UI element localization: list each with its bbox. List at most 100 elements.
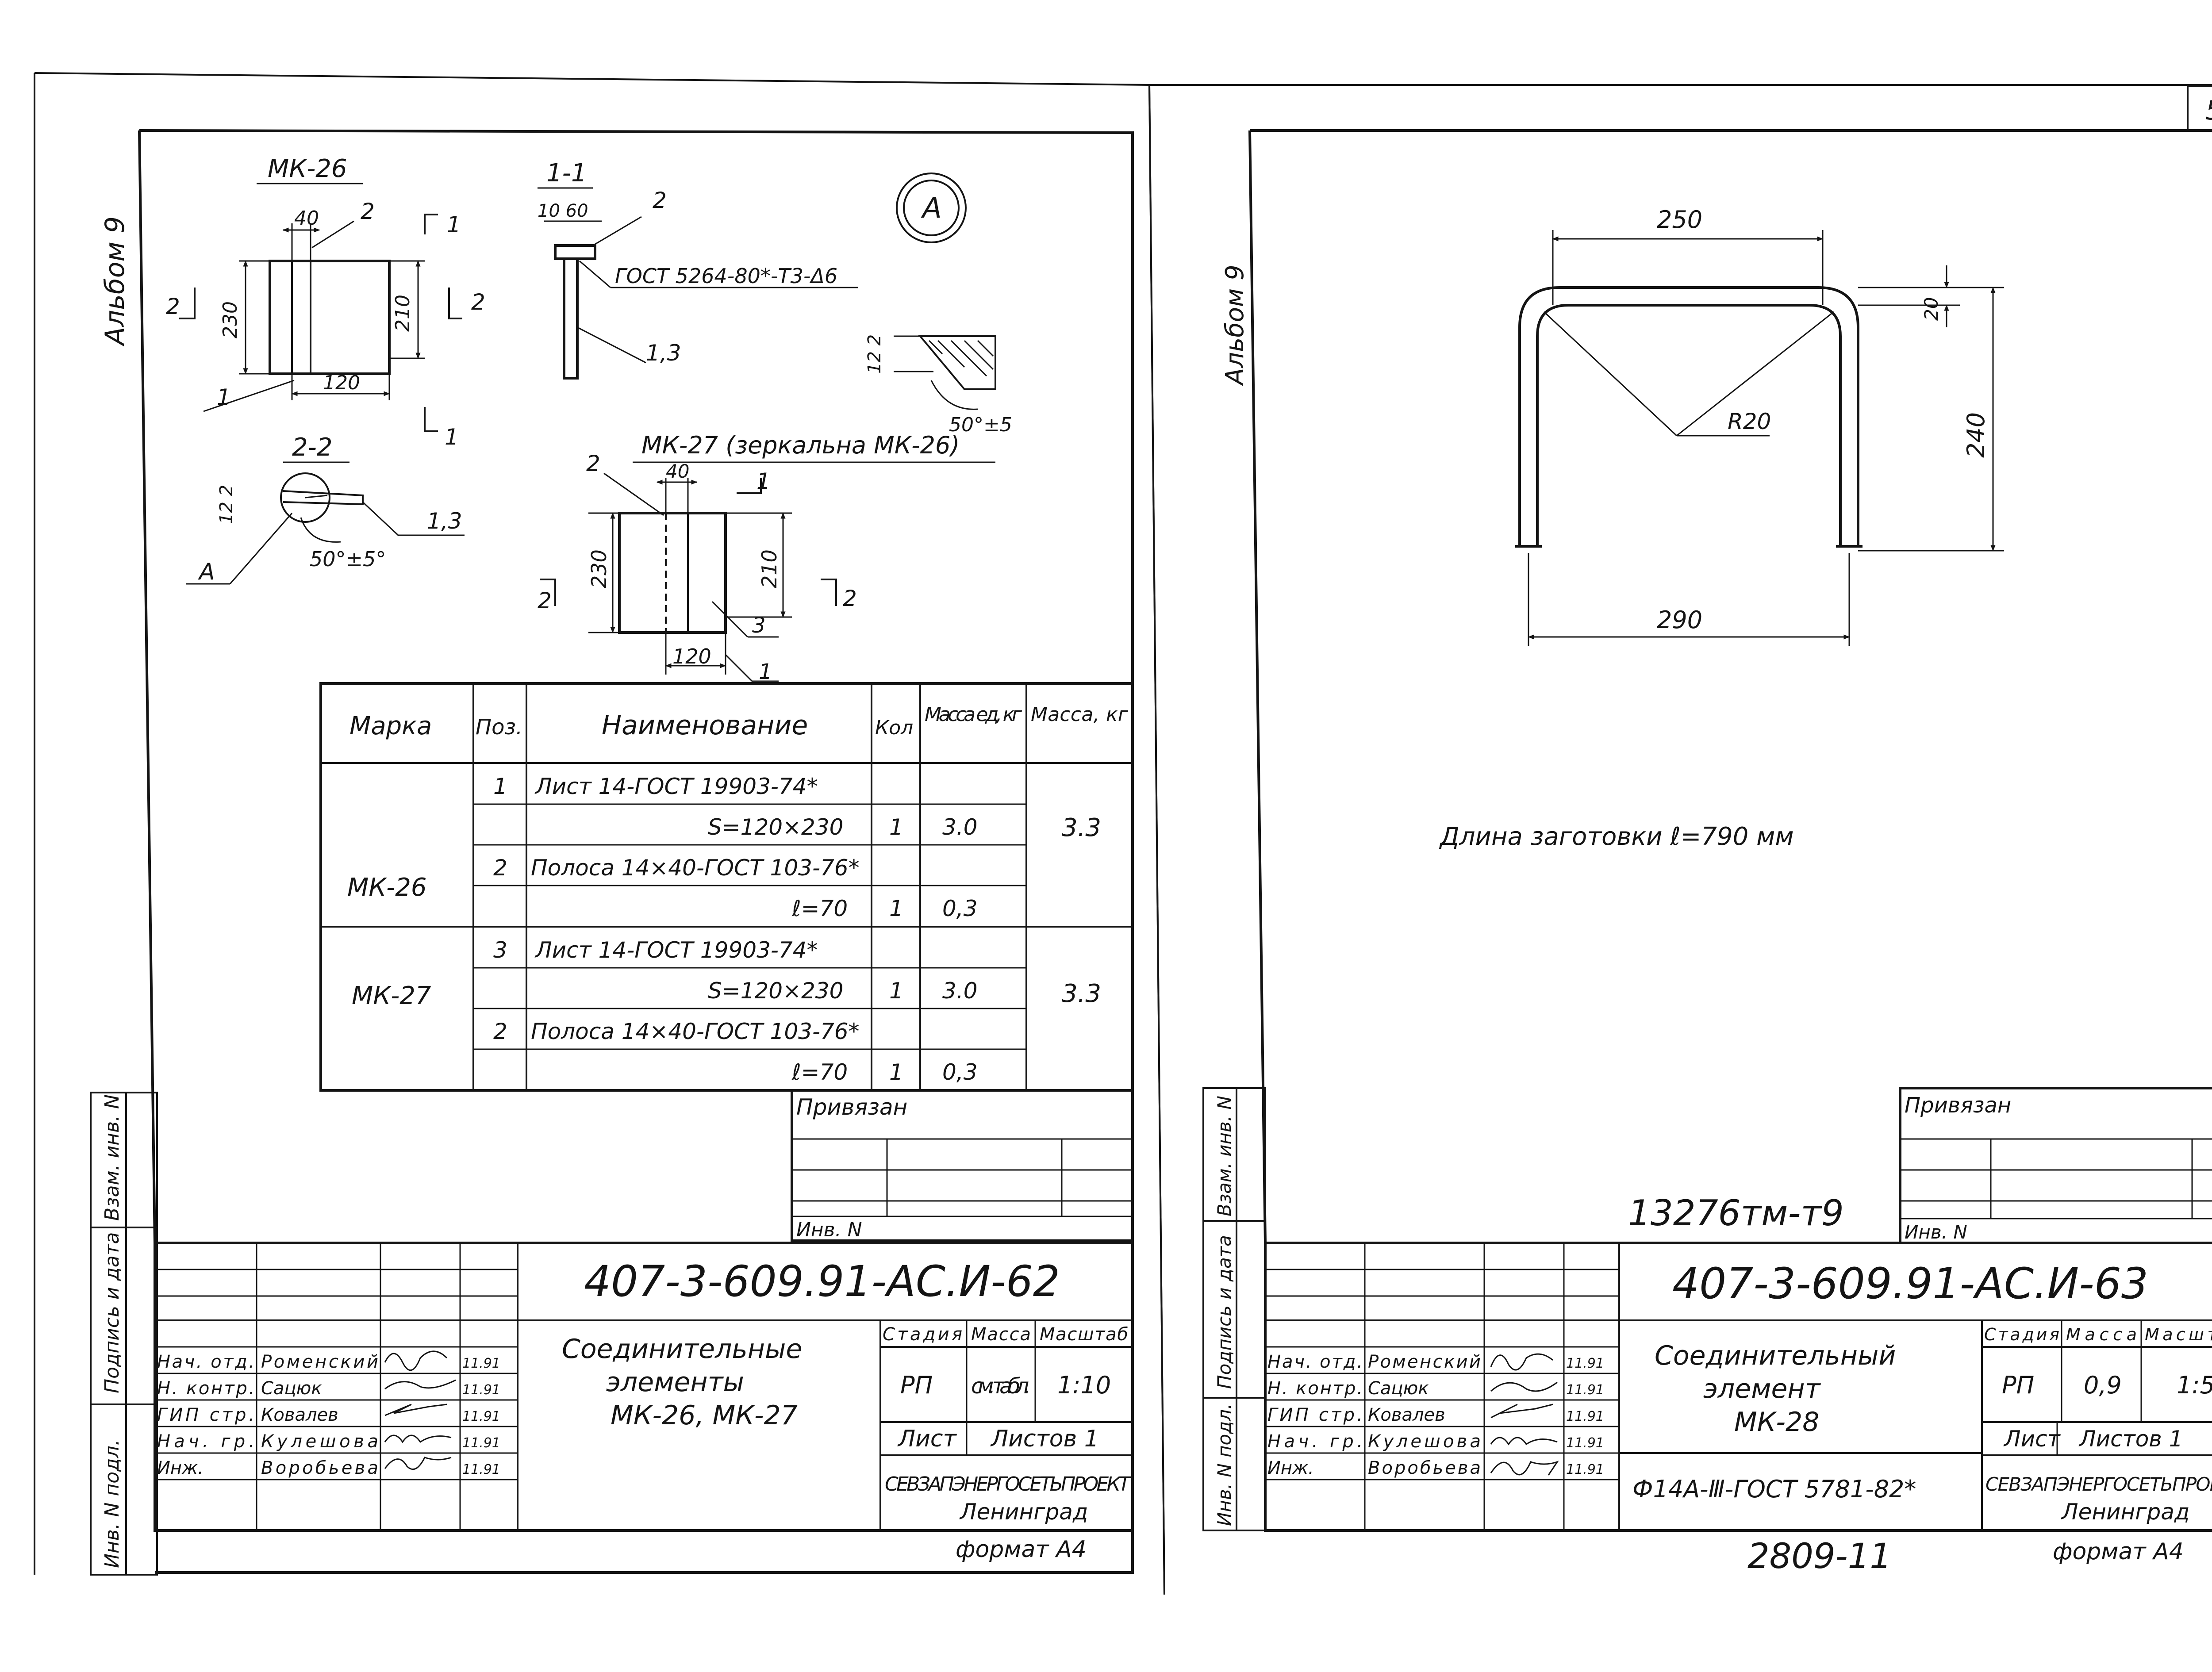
date: 11.91 [462, 1382, 500, 1398]
date: 11.91 [1566, 1382, 1604, 1398]
pos-1-a: 1 [217, 384, 231, 410]
signature-5 [384, 1457, 452, 1470]
dim-40-a: 40 [294, 207, 319, 230]
role: Инж. [1267, 1458, 1314, 1478]
title-line-1: Соединительный [1655, 1340, 1896, 1371]
stage-label: Стадия [883, 1324, 962, 1345]
person-name: Кулешова [1368, 1431, 1481, 1452]
pos-2-d: 2 [586, 451, 600, 476]
scale-label: Масштаб [1040, 1324, 1128, 1345]
row-pos: 2 [493, 855, 507, 881]
view-2-2-dim: 12 2 [216, 485, 237, 524]
callout-a: А [896, 173, 967, 243]
group-mark: МК-26 [347, 873, 427, 902]
row-qty: 1 [889, 978, 903, 1004]
signature-4 [1490, 1437, 1558, 1446]
stamp-vzam-inv: Взам. инв. N [1214, 1096, 1235, 1216]
section-2-d-right: 2 [843, 586, 857, 611]
group-mark: МК-27 [352, 982, 431, 1010]
binding-inv-right: Инв. N [1905, 1221, 1967, 1243]
view-mk27: МК-27 (зеркальна МК-26) 40 2 1 230 2 210 [538, 431, 995, 684]
date: 11.91 [1566, 1356, 1604, 1371]
detail-a-dim-12-2: 12 2 [864, 334, 885, 374]
signature-3 [384, 1404, 447, 1416]
blank-length-note: Длина заготовки ℓ=790 мм [1439, 822, 1794, 851]
signature-1 [384, 1350, 448, 1371]
right-sheet: 57 Альбом 9 Инв. N подл. Подпись и дата … [1148, 84, 2212, 1595]
role: Н. контр. [1267, 1378, 1363, 1399]
org-name: СЕВЗАПЭНЕРГОСЕТЬПРОЕКТ [885, 1473, 1132, 1496]
group-total: 3.3 [1062, 813, 1101, 842]
title-block-left: 407-3-609.91-АС.И-62 Соединительные элем… [154, 1242, 1134, 1532]
person-name: Ковалев [261, 1405, 338, 1425]
row-name: S=120×230 [708, 814, 843, 840]
row-qty: 1 [889, 896, 903, 921]
title-line-2: элемент [1703, 1373, 1821, 1404]
dim-290: 290 [1657, 606, 1702, 634]
section-1-top: 1 [447, 212, 461, 238]
drawing-code-right: 407-3-609.91-АС.И-63 [1672, 1259, 2148, 1308]
stage-value: РП [900, 1371, 933, 1399]
pos-2-a: 2 [361, 199, 375, 224]
radius-label: R20 [1728, 409, 1771, 434]
person-name: Кулешова [261, 1431, 378, 1452]
row-name: Лист 14-ГОСТ 19903-74* [534, 774, 818, 799]
date: 11.91 [462, 1435, 500, 1451]
th-pos: Поз. [476, 715, 522, 740]
dim-240: 240 [1962, 412, 1990, 458]
org-city: Ленинград [2061, 1499, 2189, 1525]
row-name: Лист 14-ГОСТ 19903-74* [534, 937, 818, 963]
album-label-right: Альбом 9 [1221, 265, 1249, 386]
view-2-2-a: А [198, 559, 215, 585]
role: Н. контр. [157, 1378, 254, 1399]
row-name: Полоса 14×40-ГОСТ 103-76* [531, 855, 860, 881]
role: Нач. отд. [157, 1352, 254, 1372]
mass-value: 0,9 [2084, 1371, 2122, 1399]
binding-title-right: Привязан [1905, 1093, 2011, 1118]
view-2-2-angle: 50°±5° [310, 547, 386, 571]
detail-a: 12 2 50°±5 [864, 334, 1012, 436]
dim-210-a: 210 [392, 295, 414, 332]
format-label-right: формат А4 [2053, 1538, 2184, 1565]
dim-250: 250 [1657, 206, 1702, 234]
person-name: Роменский [1368, 1352, 1481, 1372]
pos-3-d: 3 [752, 613, 766, 638]
date: 11.91 [1566, 1435, 1604, 1451]
view-2-2: 2-2 12 2 1,3 А 50°±5° [186, 433, 465, 585]
section-2-right: 2 [471, 289, 485, 315]
stamp-inv-podl: Инв. N подл. [1214, 1404, 1235, 1526]
row-pos: 1 [493, 774, 507, 799]
th-mass: Масса, кг [1031, 703, 1129, 726]
view-2-2-title: 2-2 [292, 433, 332, 462]
section-2-left: 2 [166, 294, 180, 319]
dim-20: 20 [1920, 297, 1942, 321]
person-name: Роменский [261, 1352, 378, 1372]
th-mass-unit: Масса ед, кг [925, 703, 1022, 726]
dim-230-a: 230 [219, 301, 242, 338]
org-name: СЕВЗАПЭНЕРГОСЕТЬПРОЕКТ [1985, 1473, 2212, 1495]
row-qty: 1 [889, 1059, 903, 1085]
role: Нач. гр. [1267, 1431, 1363, 1452]
spec-table: Марка Поз. Наименование Кол Масса ед, кг… [319, 682, 1134, 1092]
row-name: ℓ=70 [791, 1059, 848, 1085]
scale-label: Масштаб [2145, 1325, 2212, 1344]
view-1-1-title: 1-1 [546, 159, 587, 188]
pos-2-b: 2 [653, 188, 667, 213]
stamp-inv-podl: Инв. N подл. [101, 1439, 123, 1568]
date: 11.91 [462, 1462, 500, 1477]
row-mass: 3.0 [942, 978, 978, 1004]
person-name: Воробьева [261, 1458, 378, 1478]
binding-block-left: Привязан Инв. N [791, 1089, 1134, 1242]
stage-value: РП [2002, 1371, 2034, 1399]
title-line-3: МК-26, МК-27 [611, 1400, 798, 1431]
callout-a-label: А [921, 192, 942, 225]
scale-value: 1:10 [1057, 1371, 1111, 1399]
dim-210-d: 210 [757, 549, 781, 588]
title-block-right: 407-3-609.91-АС.И-63 Соединительный элем… [1264, 1242, 2212, 1532]
material-spec: Ф14А-Ⅲ-ГОСТ 5781-82* [1632, 1475, 1916, 1503]
sheet-label: Лист [897, 1426, 957, 1452]
mass-label: Масса [2066, 1325, 2137, 1344]
person-name: Ковалев [1368, 1405, 1445, 1425]
mass-label: Масса [971, 1324, 1031, 1345]
inventory-mark: 13276тм-т9 [1628, 1193, 1844, 1234]
